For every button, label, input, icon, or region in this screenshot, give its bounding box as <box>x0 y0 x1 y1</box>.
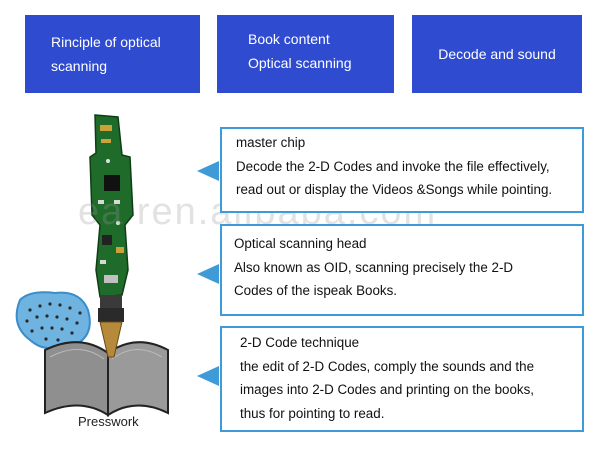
callout-arrow-optical-head <box>197 264 219 284</box>
callout-arrow-master-chip <box>197 161 219 181</box>
callout-line: the edit of 2-D Codes, comply the sounds… <box>240 358 535 374</box>
callout-arrow-2d-code <box>197 366 219 386</box>
callout-line: read out or display the Videos &Songs wh… <box>236 182 553 197</box>
callout-2d-code-technique: 2-D Code technique the edit of 2-D Codes… <box>220 326 584 432</box>
header-box-decode-sound: Decode and sound <box>412 15 582 93</box>
callout-title: 2-D Code technique <box>240 335 360 350</box>
callout-master-chip: master chip Decode the 2-D Codes and inv… <box>220 127 584 213</box>
presswork-label: Presswork <box>78 414 139 429</box>
header-box-book-content: Book content Optical scanning <box>217 15 394 93</box>
header-box-line: Book content <box>248 31 330 47</box>
callout-line: Also known as OID, scanning precisely th… <box>234 259 514 275</box>
optical-head-icon <box>98 295 124 358</box>
pen-circuit-board <box>89 114 134 298</box>
reader-pen-illustration <box>15 114 169 417</box>
header-box-line: Optical scanning <box>248 55 352 71</box>
callout-line: Codes of the ispeak Books. <box>234 283 398 298</box>
master-chip-icon <box>104 175 120 191</box>
callout-line: images into 2-D Codes and printing on th… <box>240 382 535 397</box>
callout-line: Decode the 2-D Codes and invoke the file… <box>236 158 550 174</box>
header-box-optical-principle: Rinciple of optical scanning <box>25 15 200 93</box>
callout-title: Optical scanning head <box>234 236 367 251</box>
callout-title: master chip <box>236 135 306 150</box>
header-box-label: Decode and sound <box>438 46 556 62</box>
callout-line: thus for pointing to read. <box>240 405 385 421</box>
header-box-line: scanning <box>51 58 108 74</box>
header-box-line: Rinciple of optical <box>51 34 161 50</box>
callout-optical-scanning-head: Optical scanning head Also known as OID,… <box>220 224 584 316</box>
open-book <box>44 341 169 417</box>
